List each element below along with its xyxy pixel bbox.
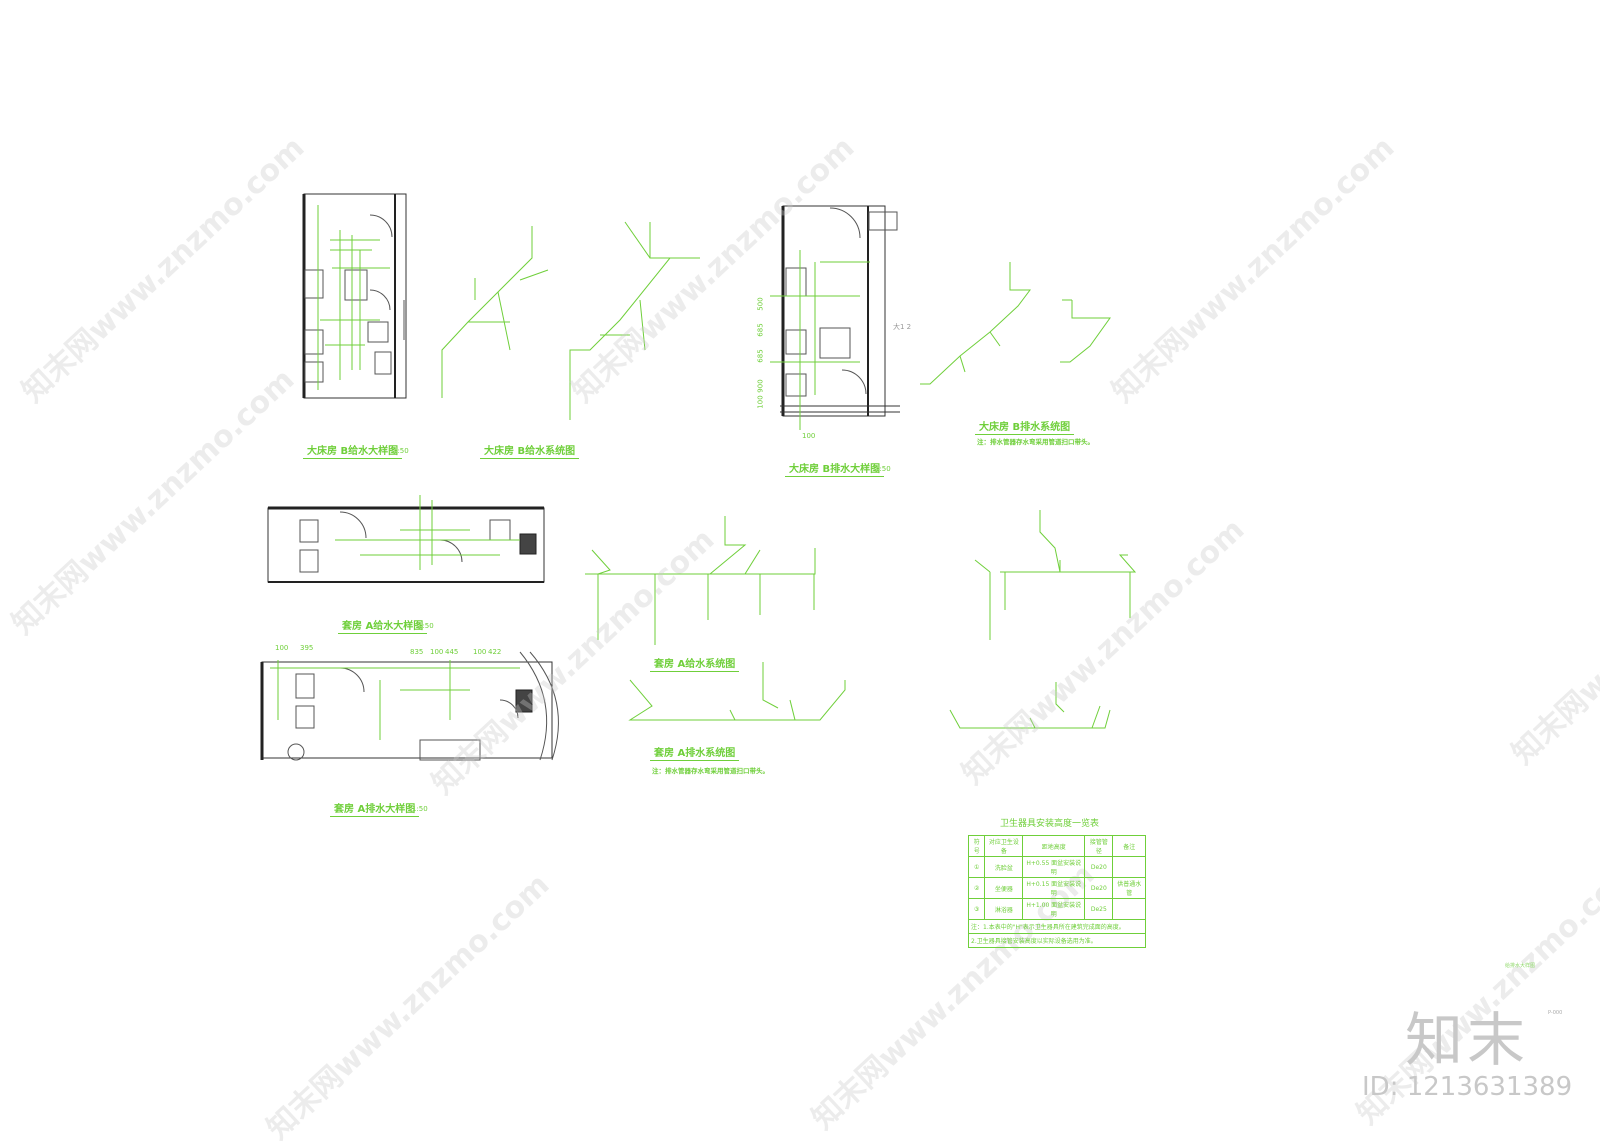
height-cell: H+1.00 面盆安装说明	[1022, 898, 1086, 920]
a-drain-detail-title: 套房 A排水大样图	[330, 800, 420, 817]
a-drain-dim: 445	[445, 648, 459, 656]
room-tag: 大1 2	[893, 323, 912, 331]
header-cell: 备注	[1112, 835, 1146, 857]
a-supply-detail-title: 套房 A给水大样图	[338, 617, 428, 634]
b-drain-detail-plan	[770, 205, 900, 430]
remark-cell	[1112, 856, 1146, 878]
a-drain-dim: 100	[430, 648, 444, 656]
brand-logo: 知末	[1405, 1006, 1530, 1074]
b-supply-system-diagram	[441, 221, 700, 420]
header-cell: 接管管径	[1084, 835, 1114, 857]
a-supply-detail-scale: 1:50	[418, 622, 434, 630]
b-drain-system-diagram	[920, 262, 1111, 385]
a-drain-dim: 835	[410, 648, 424, 656]
b-drain-dim: 100	[802, 432, 816, 440]
image-id: ID: 1213631389	[1362, 1072, 1573, 1102]
table-row: ① 洗脸盆 H+0.55 面盆安装说明 De20	[967, 856, 1146, 878]
a-drain-dim: 100	[473, 648, 487, 656]
pipe-cell: De20	[1084, 877, 1114, 899]
table-row: ② 坐便器 H+0.15 面盆安装说明 De20 供普通水管	[967, 877, 1146, 899]
b-drain-system-note: 注：排水管器存水弯采用管道扫口带头。	[977, 438, 1094, 446]
b-drain-dim: 685	[756, 323, 765, 337]
header-cell: 距地高度	[1022, 835, 1086, 857]
a-supply-system-diagram	[585, 510, 1137, 645]
pipe-cell: De25	[1084, 898, 1114, 920]
a-drain-detail-plan	[260, 651, 559, 761]
device-cell: 坐便器	[984, 877, 1024, 899]
b-drain-dim: 900	[756, 379, 765, 393]
header-cell: 符号	[967, 835, 986, 857]
b-supply-system-title: 大床房 B给水系统图	[480, 442, 580, 459]
sheet-label: 给排水大样图	[1505, 963, 1536, 969]
b-drain-system-title: 大床房 B排水系统图	[975, 418, 1075, 435]
a-drain-system-title: 套房 A排水系统图	[650, 744, 740, 761]
symbol-cell: ②	[967, 877, 986, 899]
symbol-cell: ③	[967, 898, 986, 920]
device-cell: 洗脸盆	[984, 856, 1024, 878]
fixture-table-title: 卫生器具安装高度一览表	[1000, 819, 1100, 829]
a-drain-system-diagram	[628, 662, 1111, 729]
table-note-row: 注：1.本表中的"H"表示卫生器具所在建筑完成面的高度。	[968, 919, 1146, 934]
b-drain-detail-scale: 1:50	[875, 465, 891, 473]
b-supply-detail-title: 大床房 B给水大样图	[303, 442, 403, 459]
b-drain-dim: 500	[756, 297, 765, 311]
height-cell: H+0.15 面盆安装说明	[1022, 877, 1086, 899]
table-row: ③ 淋浴器 H+1.00 面盆安装说明 De25	[967, 898, 1146, 920]
device-cell: 淋浴器	[984, 898, 1024, 920]
b-drain-dim: 100	[756, 395, 765, 409]
b-supply-detail-scale: 1:50	[393, 447, 409, 455]
a-supply-detail-plan	[267, 495, 545, 583]
table-note: 注：1.本表中的"H"表示卫生器具所在建筑完成面的高度。	[968, 919, 1146, 934]
sheet-code: P-000	[1548, 1010, 1563, 1016]
remark-cell	[1112, 898, 1146, 920]
height-cell: H+0.55 面盆安装说明	[1022, 856, 1086, 878]
a-drain-dim: 395	[300, 644, 314, 652]
symbol-cell: ①	[967, 856, 986, 878]
remark-cell: 供普通水管	[1112, 877, 1146, 899]
a-supply-system-title: 套房 A给水系统图	[650, 655, 740, 672]
a-drain-dim: 422	[488, 648, 502, 656]
a-drain-system-note: 注：排水管器存水弯采用管道扫口带头。	[652, 767, 769, 775]
fixture-table: 符号 对应卫生设备 距地高度 接管管径 备注 ① 洗脸盆 H+0.55 面盆安装…	[967, 835, 1146, 948]
pipe-cell: De20	[1084, 856, 1114, 878]
a-drain-detail-scale: 1:50	[412, 805, 428, 813]
table-note-row: 2.卫生器具接管安装高度以实际设备选用为准。	[968, 933, 1146, 948]
a-drain-dim: 100	[275, 644, 289, 652]
b-drain-detail-title: 大床房 B排水大样图	[785, 460, 885, 477]
header-cell: 对应卫生设备	[984, 835, 1024, 857]
b-drain-dim: 685	[756, 349, 765, 363]
table-note: 2.卫生器具接管安装高度以实际设备选用为准。	[968, 933, 1146, 948]
fixture-table-header: 符号 对应卫生设备 距地高度 接管管径 备注	[967, 835, 1146, 857]
b-supply-detail-plan	[302, 193, 407, 399]
